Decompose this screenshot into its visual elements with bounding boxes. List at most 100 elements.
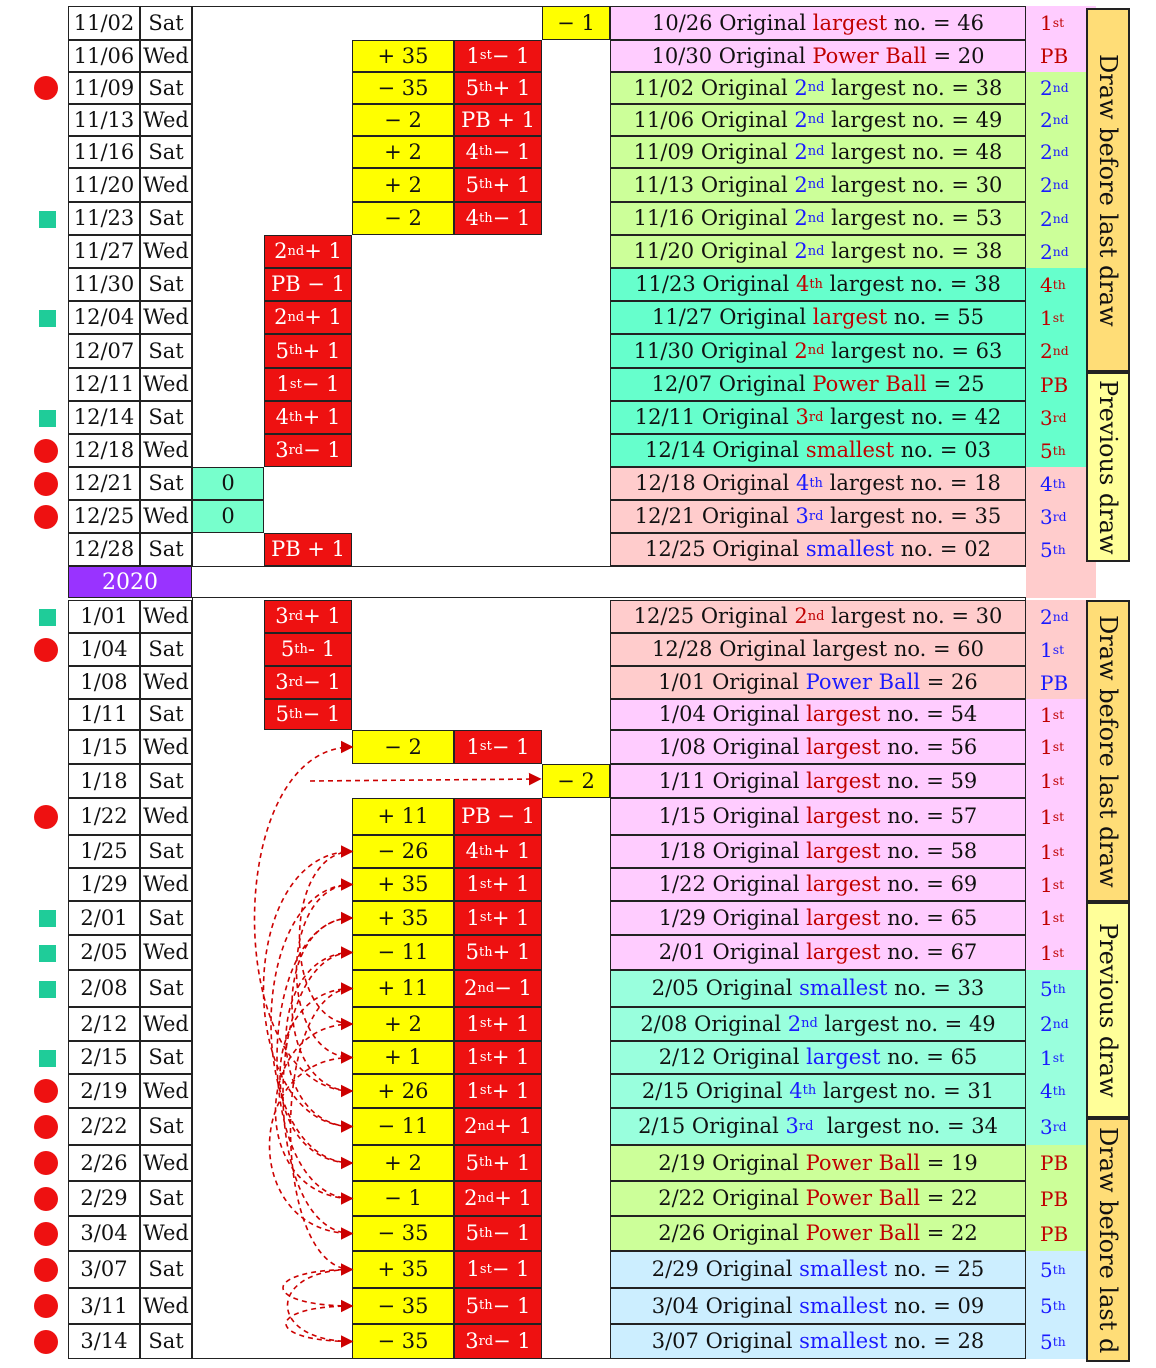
rank-text: 5 — [1040, 976, 1053, 1001]
description-text: 1/18 Original — [658, 839, 807, 863]
offset-cell-c5: − 1 — [542, 6, 610, 40]
cell-text: − 1 — [491, 1257, 530, 1281]
description-text: 11/16 Original — [633, 206, 795, 230]
rank-label: PB — [1026, 368, 1096, 401]
description-text: no. = 55 — [887, 305, 984, 329]
draw-marker-dot — [34, 1186, 58, 1211]
description-text: 12/07 Original — [651, 372, 813, 396]
rank-band — [1026, 334, 1096, 368]
cell-text: 1 — [276, 372, 290, 396]
cell-text: + 1 — [492, 1150, 531, 1175]
draw-day: Sat — [140, 835, 192, 868]
description-text: 2/22 Original — [658, 1186, 806, 1210]
original-number-description: 1/08 Original largest no. = 56 — [610, 730, 1026, 764]
cell-text: + 2 — [384, 1011, 422, 1036]
rank-band — [1026, 168, 1096, 202]
cell-text: 2 — [274, 239, 288, 263]
draw-day: Sat — [140, 1181, 192, 1216]
cell-text: − 11 — [377, 1114, 429, 1138]
rank-band — [1026, 1041, 1096, 1074]
description-text: 3/04 Original — [651, 1293, 800, 1318]
year-label: 2020 — [68, 566, 192, 598]
draw-day: Wed — [140, 798, 192, 835]
description-text: 2/29 Original — [651, 1257, 800, 1281]
cell-text: + 1 — [491, 905, 530, 930]
offset-cell-c2: PB − 1 — [264, 268, 352, 301]
offset-cell-c4: PB + 1 — [454, 104, 542, 136]
description-text: largest no. = 53 — [824, 206, 1003, 230]
description-text: largest — [806, 940, 881, 964]
rank-band — [1026, 235, 1096, 268]
draw-day: Sat — [140, 401, 192, 434]
cell-text: + 1 — [491, 1078, 530, 1103]
draw-date: 12/18 — [68, 434, 140, 467]
description-text: 4 — [795, 471, 810, 495]
cell-text: 5 — [280, 637, 295, 661]
rank-band — [1026, 1251, 1096, 1288]
description-text: largest no. = 42 — [823, 405, 1002, 429]
description-text: no. = 28 — [887, 1329, 985, 1353]
offset-cell-c3: + 2 — [352, 1007, 454, 1041]
rank-band — [1026, 699, 1096, 730]
draw-marker-dot — [34, 637, 58, 662]
cell-text: − 1 — [384, 1186, 422, 1210]
rank-band — [1026, 970, 1096, 1007]
rank-band — [1026, 666, 1096, 699]
description-text: 11/23 Original — [635, 272, 796, 296]
cell-text: + 11 — [377, 804, 429, 828]
rank-band — [1026, 72, 1096, 104]
rank-text: 2 — [1040, 140, 1053, 164]
rank-band — [1026, 301, 1096, 334]
offset-cell-c3: + 35 — [352, 40, 454, 72]
draw-date: 1/04 — [68, 633, 140, 666]
cell-text: 4 — [465, 139, 480, 164]
draw-day: Wed — [140, 168, 192, 202]
description-text: 2/12 Original — [658, 1045, 807, 1069]
description-text: 2/19 Original — [658, 1150, 806, 1175]
cell-text: + 1 — [494, 1114, 532, 1138]
description-text: 2/15 Original — [638, 1114, 786, 1138]
draw-date: 2/08 — [68, 970, 140, 1007]
rank-band — [1026, 104, 1096, 136]
draw-day: Sat — [140, 1251, 192, 1288]
rank-text: 1 — [1040, 305, 1053, 330]
cell-text: 0 — [221, 471, 235, 495]
draw-date: 11/27 — [68, 235, 140, 268]
offset-cell-c5: − 2 — [542, 764, 610, 798]
description-text: largest — [812, 10, 888, 35]
rank-band — [1026, 730, 1096, 764]
original-number-description: 2/29 Original smallest no. = 25 — [610, 1251, 1026, 1288]
draw-date: 11/09 — [68, 72, 140, 104]
original-number-description: 2/05 Original smallest no. = 33 — [610, 970, 1026, 1007]
draw-day: Sat — [140, 72, 192, 104]
offset-cell-c3: − 1 — [352, 1181, 454, 1216]
cell-text: + 1 — [304, 305, 342, 329]
rank-text: 1 — [1040, 735, 1053, 759]
description-text: 4 — [795, 272, 810, 296]
rank-band — [1026, 1324, 1096, 1359]
cell-text: + 1 — [491, 1011, 530, 1036]
cell-text: − 1 — [557, 10, 595, 35]
draw-day: Wed — [140, 600, 192, 633]
